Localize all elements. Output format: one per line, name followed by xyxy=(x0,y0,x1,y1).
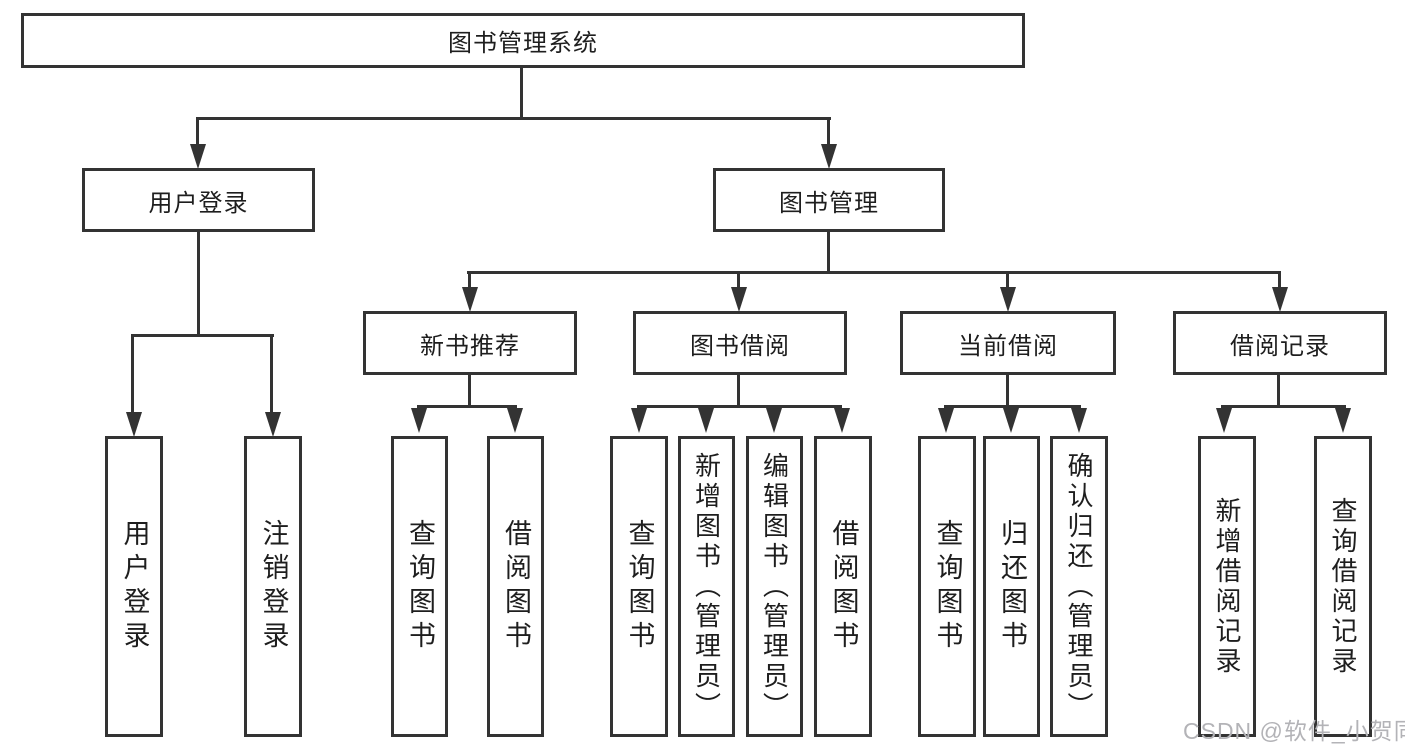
node-new-book-recommend: 新书推荐 xyxy=(363,311,577,375)
arrowhead-query-books-1 xyxy=(411,408,427,433)
leaf-add-borrow-record-label: 新增借阅记录 xyxy=(1212,496,1242,677)
node-book-borrow-label: 图书借阅 xyxy=(690,332,790,360)
connector-root-hline xyxy=(196,117,831,120)
leaf-user-login: 用户登录 xyxy=(105,436,163,737)
leaf-logout-label: 注销登录 xyxy=(258,518,289,655)
connector-drop-book-management xyxy=(827,117,830,147)
leaf-query-books-3: 查询图书 xyxy=(918,436,976,737)
connector-drop-borrow-records xyxy=(1278,271,1281,289)
node-root: 图书管理系统 xyxy=(21,13,1025,68)
leaf-borrow-books-1-label: 借阅图书 xyxy=(501,518,531,655)
connector-user-login-stem xyxy=(197,232,200,337)
leaf-borrow-books-2: 借阅图书 xyxy=(814,436,872,737)
leaf-return-books: 归还图书 xyxy=(983,436,1040,737)
arrowhead-return-books xyxy=(1003,408,1019,433)
connector-current-borrow-stem xyxy=(1006,375,1009,408)
connector-book-borrow-stem xyxy=(737,375,740,408)
connector-user-login-hline xyxy=(131,334,274,337)
arrowhead-confirm-return xyxy=(1071,408,1087,433)
connector-borrow-records-hline xyxy=(1221,405,1346,408)
arrowhead-edit-books xyxy=(766,408,782,433)
node-book-borrow: 图书借阅 xyxy=(633,311,847,375)
arrowhead-book-management xyxy=(821,144,837,169)
connector-drop-user-login xyxy=(196,117,199,147)
connector-drop-current-borrow xyxy=(1006,271,1009,289)
leaf-query-borrow-record: 查询借阅记录 xyxy=(1314,436,1372,737)
leaf-query-books-2-label: 查询图书 xyxy=(624,518,655,655)
leaf-add-books-admin-label: 新增图书（管理员） xyxy=(691,451,722,722)
node-borrow-records-label: 借阅记录 xyxy=(1230,332,1330,360)
leaf-query-books-1: 查询图书 xyxy=(391,436,448,737)
connector-level3-hline xyxy=(467,271,1281,274)
connector-drop-leaf-user-login xyxy=(131,334,134,414)
arrowhead-add-borrow-record xyxy=(1216,408,1232,433)
leaf-edit-books-admin: 编辑图书（管理员） xyxy=(746,436,803,737)
leaf-add-borrow-record: 新增借阅记录 xyxy=(1198,436,1256,737)
arrowhead-query-books-3 xyxy=(938,408,954,433)
node-user-login: 用户登录 xyxy=(82,168,315,232)
connector-new-book-hline xyxy=(417,405,517,408)
arrowhead-book-borrow xyxy=(731,287,747,312)
node-book-management: 图书管理 xyxy=(713,168,945,232)
node-borrow-records: 借阅记录 xyxy=(1173,311,1387,375)
connector-root-stem xyxy=(520,68,523,120)
leaf-query-borrow-record-label: 查询借阅记录 xyxy=(1328,496,1358,677)
arrowhead-query-books-2 xyxy=(631,408,647,433)
leaf-borrow-books-1: 借阅图书 xyxy=(487,436,544,737)
leaf-add-books-admin: 新增图书（管理员） xyxy=(678,436,735,737)
arrowhead-leaf-logout xyxy=(265,412,281,437)
connector-drop-book-borrow xyxy=(737,271,740,289)
node-current-borrow-label: 当前借阅 xyxy=(958,332,1058,360)
arrowhead-query-borrow-record xyxy=(1335,408,1351,433)
arrowhead-new-book xyxy=(462,287,478,312)
leaf-user-login-label: 用户登录 xyxy=(119,518,150,655)
connector-current-borrow-hline xyxy=(944,405,1081,408)
connector-drop-leaf-logout xyxy=(270,334,273,414)
connector-borrow-records-stem xyxy=(1277,375,1280,408)
node-current-borrow: 当前借阅 xyxy=(900,311,1116,375)
arrowhead-current-borrow xyxy=(1000,287,1016,312)
connector-book-borrow-hline xyxy=(637,405,842,408)
leaf-return-books-label: 归还图书 xyxy=(997,518,1027,655)
node-book-management-label: 图书管理 xyxy=(779,189,879,217)
arrowhead-user-login xyxy=(190,144,206,169)
leaf-query-books-3-label: 查询图书 xyxy=(932,518,963,655)
node-root-label: 图书管理系统 xyxy=(448,30,598,57)
arrowhead-leaf-user-login xyxy=(126,412,142,437)
arrowhead-borrow-records xyxy=(1272,287,1288,312)
leaf-confirm-return-admin: 确认归还（管理员） xyxy=(1050,436,1108,737)
connector-drop-new-book xyxy=(468,271,471,289)
node-new-book-recommend-label: 新书推荐 xyxy=(420,332,520,360)
connector-book-management-stem xyxy=(827,232,830,274)
arrowhead-borrow-books-1 xyxy=(507,408,523,433)
arrowhead-add-books xyxy=(698,408,714,433)
connector-new-book-stem xyxy=(468,375,471,408)
leaf-edit-books-admin-label: 编辑图书（管理员） xyxy=(759,451,790,722)
leaf-logout: 注销登录 xyxy=(244,436,302,737)
leaf-confirm-return-admin-label: 确认归还（管理员） xyxy=(1064,451,1094,722)
leaf-borrow-books-2-label: 借阅图书 xyxy=(828,518,859,655)
leaf-query-books-1-label: 查询图书 xyxy=(405,518,435,655)
arrowhead-borrow-books-2 xyxy=(834,408,850,433)
leaf-query-books-2: 查询图书 xyxy=(610,436,668,737)
node-user-login-label: 用户登录 xyxy=(148,189,249,217)
